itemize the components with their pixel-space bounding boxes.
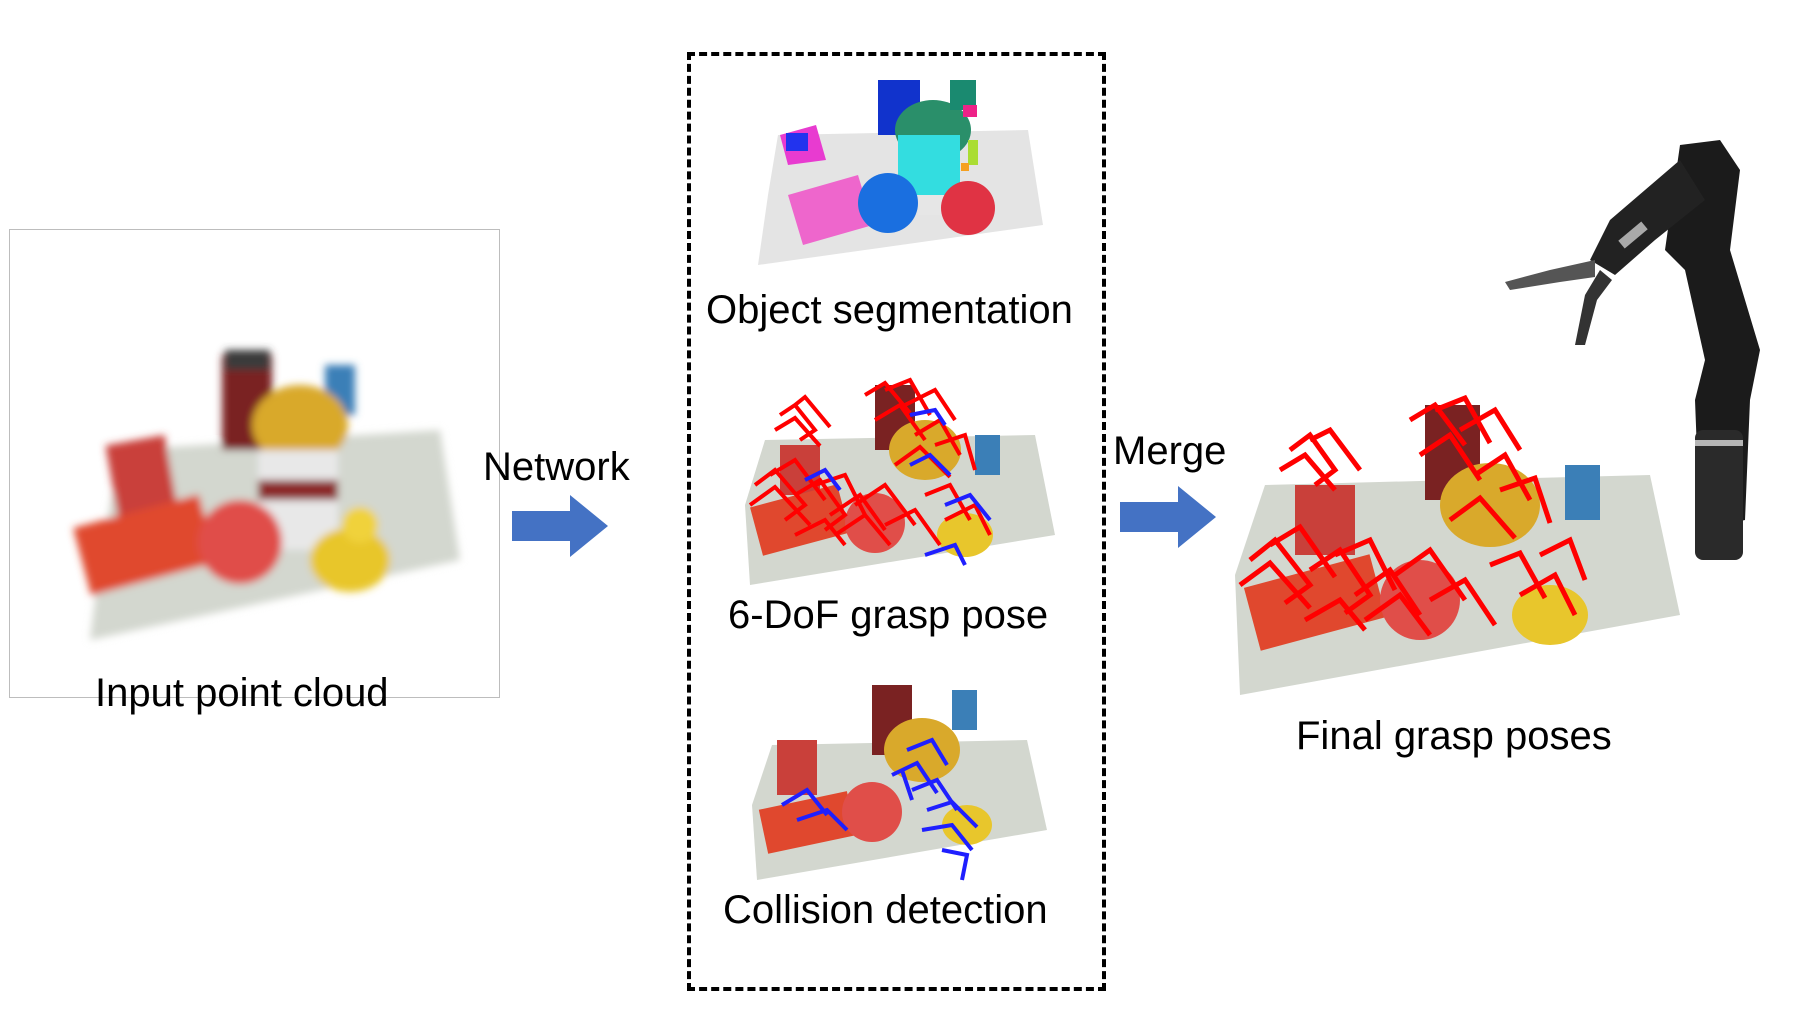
final-grasp-poses-label: Final grasp poses	[1296, 714, 1612, 758]
merge-arrow	[1120, 486, 1216, 548]
object-segmentation-label: Object segmentation	[706, 288, 1073, 332]
network-label: Network	[483, 445, 630, 489]
input-frame	[9, 229, 500, 698]
input-point-cloud-image	[73, 350, 460, 640]
robot-arm-image	[1505, 140, 1760, 560]
final-grasp-poses-image	[1235, 394, 1680, 695]
grasp-pose-label: 6-DoF grasp pose	[728, 593, 1049, 637]
collision-grasp-lines	[780, 737, 979, 881]
grasp-collision-lines	[804, 407, 992, 566]
merge-label: Merge	[1113, 429, 1227, 473]
grasp-pose-image	[745, 377, 1055, 585]
grasp-pose-lines	[748, 377, 992, 547]
input-point-cloud-label: Input point cloud	[95, 671, 389, 715]
network-output-box	[687, 52, 1106, 991]
object-segmentation-image	[758, 80, 1043, 265]
final-grasp-lines	[1238, 394, 1588, 637]
collision-detection-image	[752, 685, 1047, 881]
network-arrow	[512, 495, 608, 557]
collision-detection-label: Collision detection	[723, 888, 1048, 932]
